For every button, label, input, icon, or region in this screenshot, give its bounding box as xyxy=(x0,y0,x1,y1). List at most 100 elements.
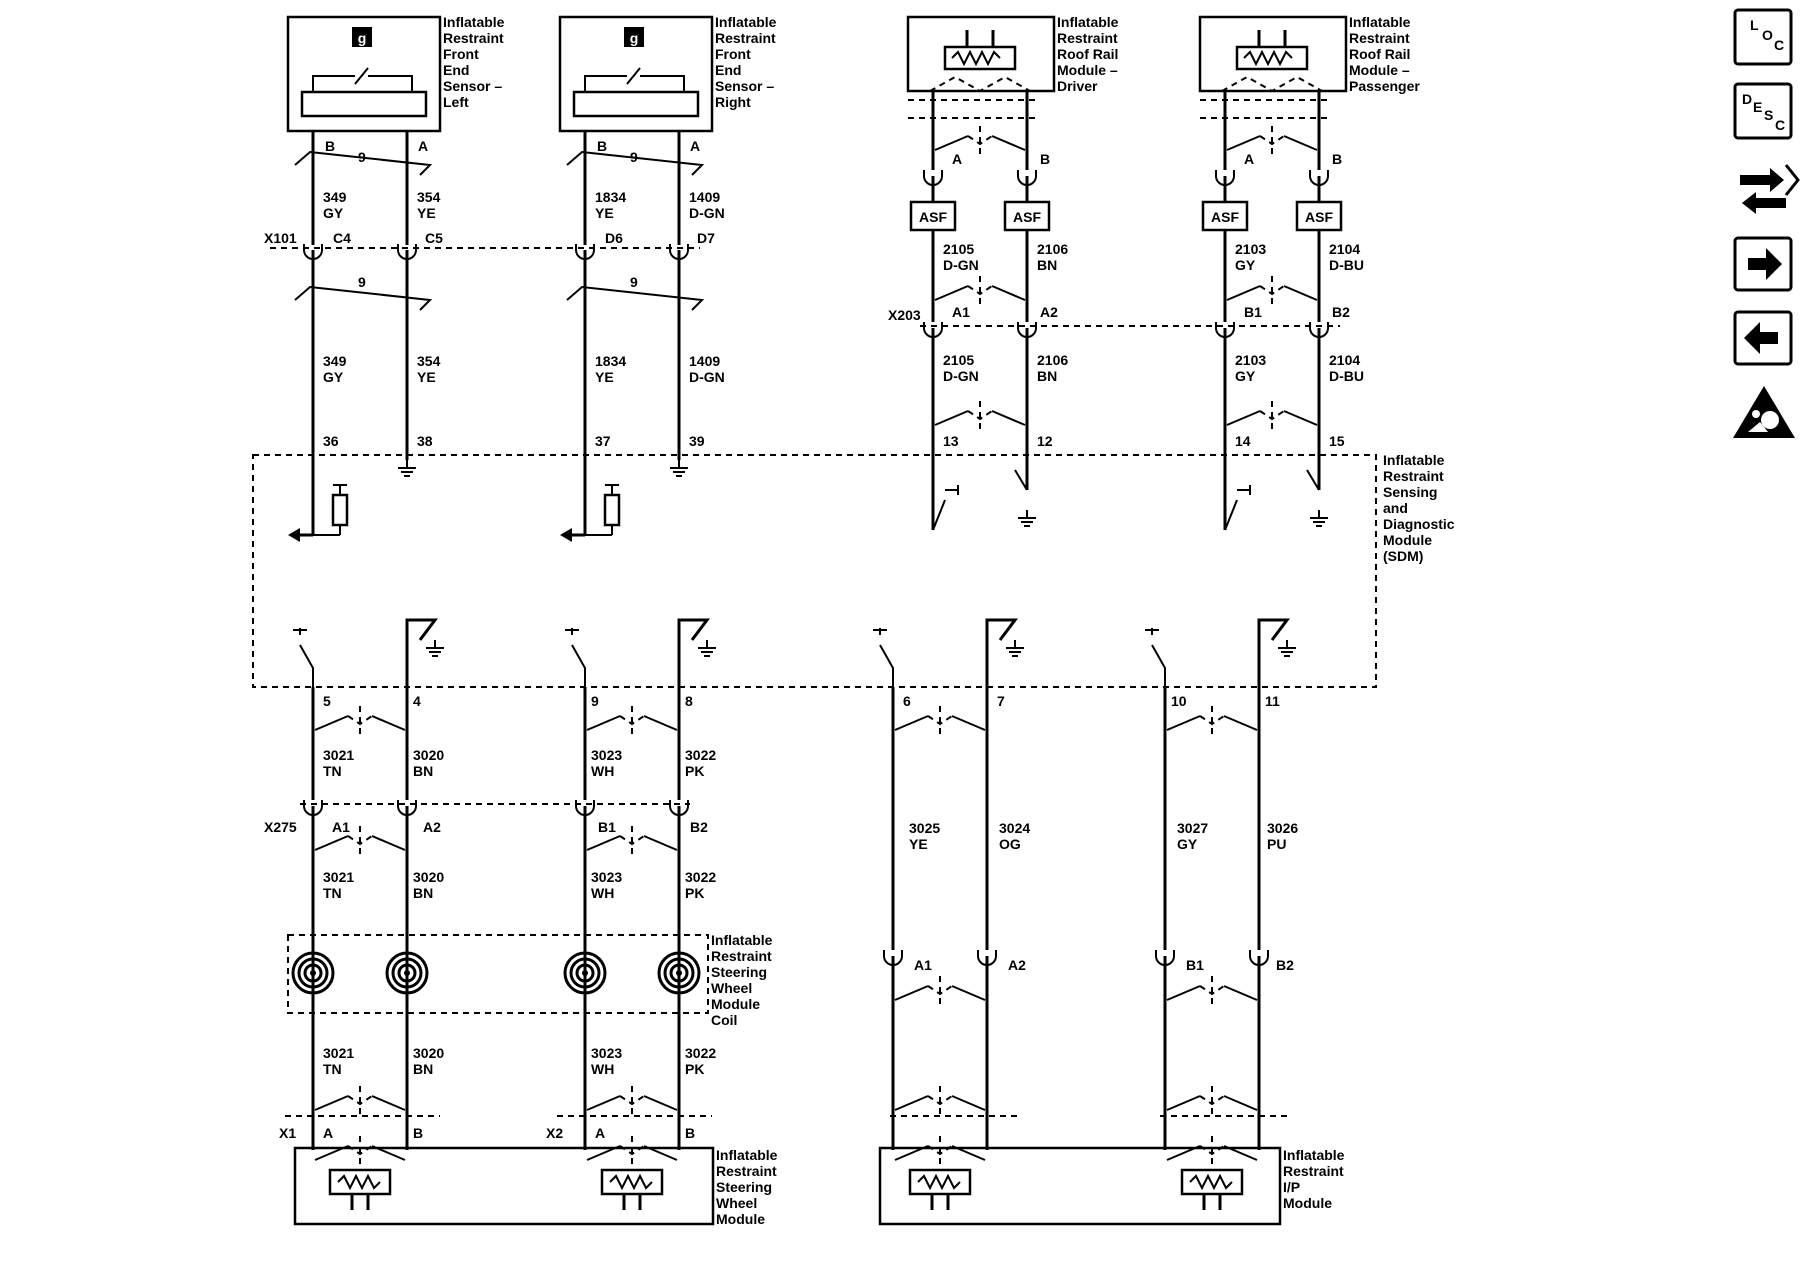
svg-text:2104: 2104 xyxy=(1329,352,1360,368)
svg-text:B2: B2 xyxy=(1332,304,1350,320)
twist-count: 9 xyxy=(358,274,366,290)
label-ip-module: Inflatable Restraint I/P Module xyxy=(1283,1147,1348,1211)
svg-text:1409: 1409 xyxy=(689,189,720,205)
svg-text:3023: 3023 xyxy=(591,1045,622,1061)
loc-button[interactable]: L O C xyxy=(1733,8,1793,66)
front-end-sensor-left: g xyxy=(286,15,442,133)
svg-text:B: B xyxy=(1332,151,1342,167)
asf-label: ASF xyxy=(1211,209,1239,225)
connector-icon[interactable] xyxy=(1740,164,1800,214)
desc-button[interactable]: D E S C xyxy=(1733,82,1793,140)
svg-text:11: 11 xyxy=(1265,693,1280,709)
svg-text:YE: YE xyxy=(909,836,928,852)
connector-x1: X1 xyxy=(279,1125,296,1141)
svg-text:A1: A1 xyxy=(952,304,970,320)
loc-letter: C xyxy=(1774,37,1784,53)
svg-text:YE: YE xyxy=(595,205,614,221)
svg-text:3023: 3023 xyxy=(591,869,622,885)
svg-text:B: B xyxy=(413,1125,423,1141)
svg-text:14: 14 xyxy=(1235,433,1251,449)
svg-text:37: 37 xyxy=(595,433,611,449)
svg-text:A1: A1 xyxy=(332,819,350,835)
svg-text:B2: B2 xyxy=(690,819,708,835)
svg-text:D-GN: D-GN xyxy=(943,257,979,273)
svg-text:D-BU: D-BU xyxy=(1329,257,1364,273)
svg-text:OG: OG xyxy=(999,836,1021,852)
label-sdm: Inflatable Restraint Sensing and Diagnos… xyxy=(1383,452,1458,564)
pin-labels: B A B A C4 C5 D6 D7 A B A B A1 A2 B1 B2 … xyxy=(323,138,1350,1141)
svg-text:1834: 1834 xyxy=(595,189,626,205)
asf-label: ASF xyxy=(1013,209,1041,225)
arrow-right-icon xyxy=(1748,248,1782,280)
svg-text:D-GN: D-GN xyxy=(689,369,725,385)
ip-module-wires xyxy=(878,687,1290,1226)
svg-text:3021: 3021 xyxy=(323,747,354,763)
svg-text:BN: BN xyxy=(413,763,433,779)
connector-x101: X101 xyxy=(264,230,297,246)
svg-text:7: 7 xyxy=(997,693,1005,709)
svg-text:YE: YE xyxy=(595,369,614,385)
svg-text:9: 9 xyxy=(591,693,599,709)
svg-text:C4: C4 xyxy=(333,230,351,246)
svg-text:WH: WH xyxy=(591,763,614,779)
svg-text:WH: WH xyxy=(591,1061,614,1077)
svg-text:1409: 1409 xyxy=(689,353,720,369)
svg-text:12: 12 xyxy=(1037,433,1053,449)
svg-text:D-BU: D-BU xyxy=(1329,368,1364,384)
svg-text:B: B xyxy=(325,138,335,154)
twist-count: 9 xyxy=(630,149,638,165)
svg-text:YE: YE xyxy=(417,369,436,385)
asf-label: ASF xyxy=(919,209,947,225)
svg-text:3026: 3026 xyxy=(1267,820,1298,836)
svg-text:BN: BN xyxy=(413,885,433,901)
svg-text:GY: GY xyxy=(1235,368,1256,384)
svg-text:2106: 2106 xyxy=(1037,352,1068,368)
svg-text:3020: 3020 xyxy=(413,869,444,885)
label-steering-coil: Inflatable Restraint Steering Wheel Modu… xyxy=(711,932,776,1028)
svg-text:PK: PK xyxy=(685,1061,704,1077)
svg-text:349: 349 xyxy=(323,189,347,205)
sdm-boundary xyxy=(252,454,1377,688)
svg-text:B1: B1 xyxy=(598,819,616,835)
svg-text:B1: B1 xyxy=(1244,304,1262,320)
airbag-warning-icon[interactable] xyxy=(1733,386,1795,438)
arrow-right-button[interactable] xyxy=(1733,236,1793,292)
svg-text:B1: B1 xyxy=(1186,957,1204,973)
svg-text:TN: TN xyxy=(323,763,342,779)
loc-letter: L xyxy=(1750,17,1759,33)
svg-text:B: B xyxy=(597,138,607,154)
label-roof-rail-passenger: Inflatable Restraint Roof Rail Module – … xyxy=(1349,14,1420,94)
svg-text:3025: 3025 xyxy=(909,820,940,836)
svg-text:2105: 2105 xyxy=(943,352,974,368)
desc-letter: C xyxy=(1775,117,1785,133)
svg-text:A: A xyxy=(418,138,428,154)
svg-text:A2: A2 xyxy=(423,819,441,835)
steering-wheel-wires xyxy=(285,687,715,1226)
svg-text:3022: 3022 xyxy=(685,747,716,763)
asf-label: ASF xyxy=(1305,209,1333,225)
svg-text:TN: TN xyxy=(323,1061,342,1077)
svg-text:GY: GY xyxy=(323,369,344,385)
svg-text:354: 354 xyxy=(417,353,441,369)
svg-text:PK: PK xyxy=(685,763,704,779)
svg-text:GY: GY xyxy=(1177,836,1198,852)
svg-text:BN: BN xyxy=(1037,368,1057,384)
connector-x275: X275 xyxy=(264,819,297,835)
svg-text:8: 8 xyxy=(685,693,693,709)
roof-rail-wires xyxy=(909,91,1343,531)
svg-text:WH: WH xyxy=(591,885,614,901)
svg-text:3020: 3020 xyxy=(413,1045,444,1061)
svg-text:6: 6 xyxy=(903,693,911,709)
svg-text:A: A xyxy=(323,1125,333,1141)
front-sensor-wires xyxy=(270,131,705,542)
svg-text:PU: PU xyxy=(1267,836,1286,852)
svg-text:D7: D7 xyxy=(697,230,715,246)
roof-rail-module-passenger xyxy=(1198,15,1348,119)
svg-text:3021: 3021 xyxy=(323,869,354,885)
sensor-badge: g xyxy=(630,30,639,46)
arrow-left-button[interactable] xyxy=(1733,310,1793,366)
svg-text:3027: 3027 xyxy=(1177,820,1208,836)
twist-count: 9 xyxy=(630,274,638,290)
